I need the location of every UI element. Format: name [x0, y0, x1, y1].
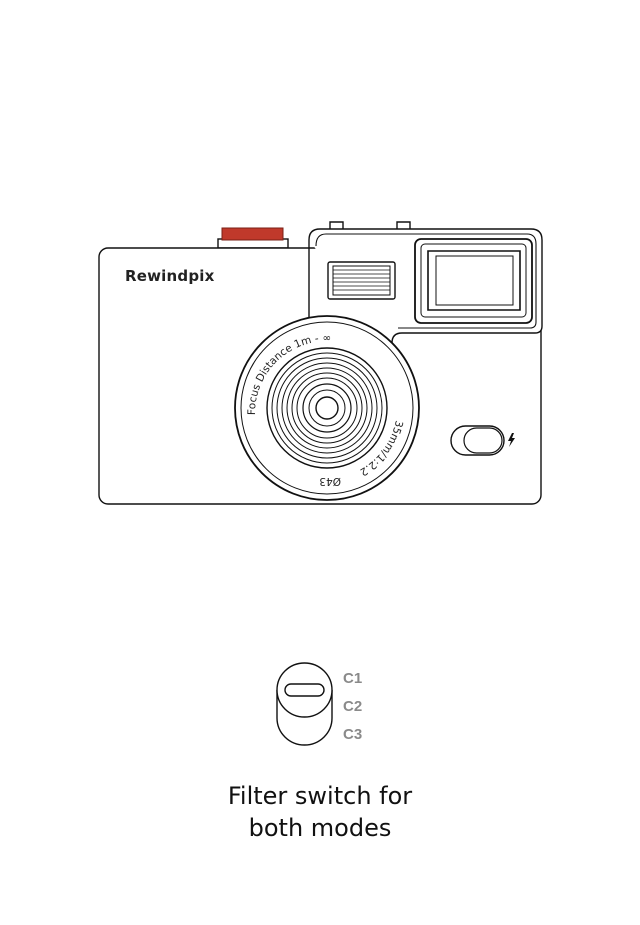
filter-switch — [276, 662, 333, 746]
filter-mode-c2: C2 — [343, 698, 362, 715]
lens-ring-bottom-text: Ø43 — [319, 475, 341, 487]
shutter-button — [217, 227, 289, 249]
filter-switch-slot — [284, 683, 325, 697]
filter-mode-c1: C1 — [343, 670, 362, 687]
caption-line-1: Filter switch for — [227, 782, 413, 810]
lens — [234, 315, 420, 501]
lightning-icon — [508, 433, 515, 447]
camera — [98, 221, 543, 505]
caption: Filter switch for both modes — [0, 780, 640, 844]
shutter-button-cap — [221, 227, 284, 241]
filter-mode-c3: C3 — [343, 726, 362, 743]
flash-window — [327, 261, 396, 300]
caption-line-2: both modes — [248, 814, 392, 842]
brand-logo-text: Rewindpix — [125, 267, 215, 285]
flash-toggle — [450, 425, 505, 456]
viewfinder-window — [414, 238, 533, 324]
